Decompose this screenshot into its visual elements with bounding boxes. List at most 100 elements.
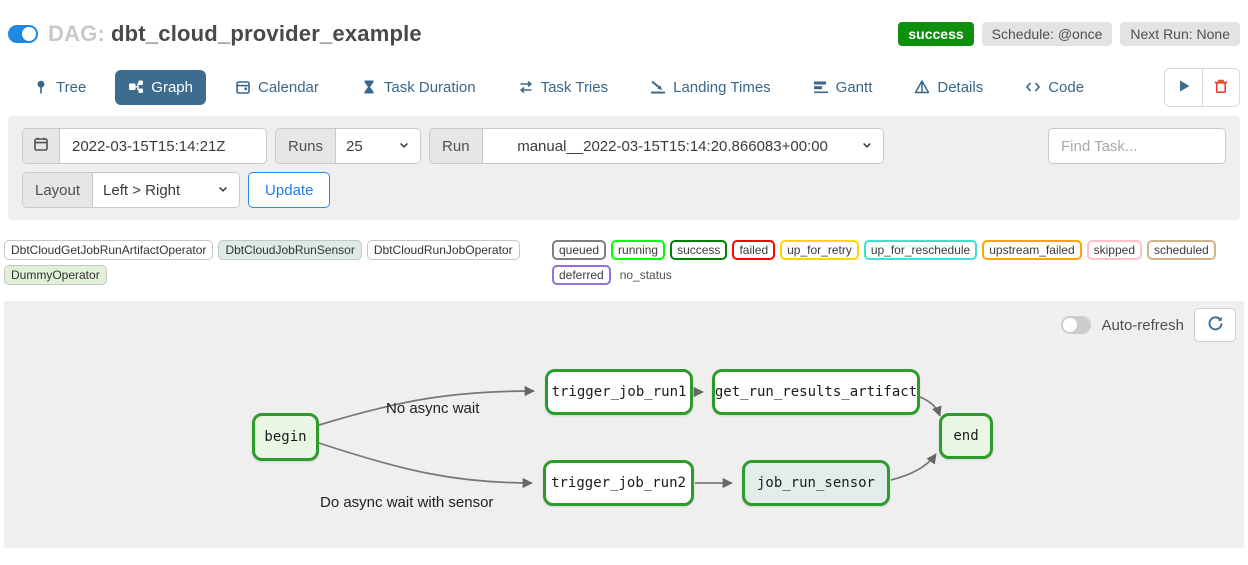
- tab-label: Task Duration: [383, 78, 476, 96]
- tab-label: Gantt: [835, 78, 873, 96]
- find-task-input[interactable]: [1048, 128, 1226, 164]
- tab-calendar[interactable]: Calendar: [222, 70, 332, 105]
- edge-begin-trigger1: [318, 385, 535, 426]
- tab-tree[interactable]: Tree: [20, 70, 99, 105]
- task-node-label: get_run_results_artifact: [714, 384, 918, 400]
- layout-label: Layout: [23, 173, 94, 207]
- chevron-down-icon: [398, 138, 410, 155]
- tab-task-duration[interactable]: Task Duration: [348, 70, 489, 105]
- toggle-knob: [22, 27, 36, 41]
- operator-badge: DummyOperator: [4, 265, 107, 285]
- play-icon: [1176, 78, 1192, 97]
- state-badge: up_for_retry: [780, 240, 859, 260]
- edge-artifact-end: [919, 396, 942, 417]
- refresh-button[interactable]: [1194, 308, 1236, 342]
- base-date-group: [22, 128, 267, 164]
- task-node-label: end: [953, 428, 979, 444]
- toggle-knob: [1063, 318, 1078, 332]
- base-date-input[interactable]: [60, 129, 266, 163]
- tab-details[interactable]: Details: [901, 70, 996, 105]
- state-badge: scheduled: [1147, 240, 1216, 260]
- tree-icon: [33, 79, 49, 95]
- edge-begin-trigger2: [318, 442, 533, 489]
- state-badge: up_for_reschedule: [863, 240, 978, 260]
- task-node-get-run-results-artifact[interactable]: get_run_results_artifact: [712, 369, 920, 415]
- state-badge: upstream_failed: [982, 240, 1082, 260]
- task-node-label: job_run_sensor: [756, 475, 875, 491]
- tab-gantt[interactable]: Gantt: [800, 70, 886, 105]
- layout-group: Layout Left > Right: [22, 172, 241, 208]
- operator-badge: DbtCloudGetJobRunArtifactOperator: [4, 240, 214, 260]
- chevron-down-icon: [861, 138, 873, 155]
- state-badge: failed: [732, 240, 776, 260]
- task-node-end[interactable]: end: [939, 413, 993, 459]
- trash-icon: [1213, 78, 1229, 97]
- run-selected-value: manual__2022-03-15T15:14:20.866083+00:00: [517, 137, 828, 155]
- gantt-icon: [813, 79, 829, 95]
- tab-task-tries[interactable]: Task Tries: [505, 70, 622, 105]
- calendar-picker-icon: [33, 136, 49, 156]
- dag-status-badge[interactable]: success: [898, 22, 974, 46]
- schedule-badge: Schedule: @once: [981, 22, 1113, 46]
- dag-header-badges: success Schedule: @once Next Run: None: [898, 22, 1240, 46]
- state-badge: deferred: [552, 265, 611, 285]
- graph-controls: Auto-refresh: [1061, 308, 1236, 342]
- operator-badge: DbtCloudRunJobOperator: [366, 240, 520, 260]
- graph-filter-bar: Runs 25 Run manual__2022-03-15T15:14:20.…: [8, 116, 1240, 220]
- tab-code[interactable]: Code: [1012, 70, 1097, 105]
- code-icon: [1025, 79, 1041, 95]
- next-run-badge: Next Run: None: [1120, 22, 1240, 46]
- trigger-dag-button[interactable]: [1165, 68, 1202, 106]
- run-select[interactable]: manual__2022-03-15T15:14:20.866083+00:00: [482, 129, 883, 163]
- graph-icon: [128, 79, 144, 95]
- dag-pause-toggle[interactable]: [8, 25, 38, 43]
- task-node-trigger-job-run2[interactable]: trigger_job_run2: [543, 460, 694, 506]
- dag-edges: [318, 385, 942, 489]
- tab-label: Code: [1048, 78, 1085, 96]
- auto-refresh-toggle[interactable]: [1061, 316, 1092, 334]
- tab-label: Calendar: [258, 78, 319, 96]
- edge-label-async-sensor: Do async wait with sensor: [320, 494, 494, 511]
- dag-title-group: DAG:dbt_cloud_provider_example: [8, 21, 422, 47]
- edge-label-no-async: No async wait: [386, 400, 480, 417]
- dag-run-group: Run manual__2022-03-15T15:14:20.866083+0…: [429, 128, 884, 164]
- dag-name: dbt_cloud_provider_example: [111, 21, 422, 46]
- num-runs-group: Runs 25: [275, 128, 422, 164]
- task-node-begin[interactable]: begin: [252, 413, 319, 461]
- refresh-icon: [1207, 315, 1224, 335]
- tab-landing-times[interactable]: Landing Times: [637, 70, 784, 105]
- chevron-down-icon: [217, 182, 229, 199]
- hourglass-icon: [361, 79, 377, 95]
- task-node-label: begin: [264, 429, 307, 445]
- runs-label: Runs: [276, 129, 337, 163]
- run-label: Run: [430, 129, 483, 163]
- dag-actions: [1164, 67, 1240, 107]
- task-node-trigger-job-run1[interactable]: trigger_job_run1: [545, 369, 693, 415]
- state-badge: queued: [552, 240, 607, 260]
- state-badge: skipped: [1086, 240, 1142, 260]
- layout-selected-value: Left > Right: [103, 181, 181, 199]
- repeat-icon: [518, 79, 534, 95]
- tab-label: Details: [937, 78, 984, 96]
- page-title: DAG:dbt_cloud_provider_example: [48, 21, 422, 47]
- tab-label: Task Tries: [540, 78, 609, 96]
- task-node-label: trigger_job_run2: [551, 475, 686, 491]
- tab-graph[interactable]: Graph: [115, 69, 206, 105]
- layout-select[interactable]: Left > Right: [93, 173, 240, 207]
- task-node-job-run-sensor[interactable]: job_run_sensor: [742, 460, 890, 506]
- update-button[interactable]: Update: [248, 172, 331, 208]
- tab-label: Graph: [151, 78, 193, 96]
- view-tabs: Tree Graph Calendar Task Duration Task T…: [0, 52, 1248, 110]
- dag-graph-panel: Auto-refresh No async wait Do async wait…: [4, 301, 1244, 548]
- details-icon: [914, 79, 930, 95]
- operator-badge: DbtCloudJobRunSensor: [218, 240, 362, 260]
- tab-label: Landing Times: [673, 78, 771, 96]
- datepicker-button[interactable]: [23, 129, 60, 163]
- delete-dag-button[interactable]: [1202, 68, 1239, 106]
- state-legend: queued running success failed up_for_ret…: [552, 240, 1244, 285]
- edge-sensor-end: [890, 453, 937, 481]
- state-badge: running: [611, 240, 666, 260]
- runs-select[interactable]: 25: [336, 129, 421, 163]
- tab-label: Tree: [56, 78, 87, 96]
- auto-refresh-label: Auto-refresh: [1101, 316, 1184, 334]
